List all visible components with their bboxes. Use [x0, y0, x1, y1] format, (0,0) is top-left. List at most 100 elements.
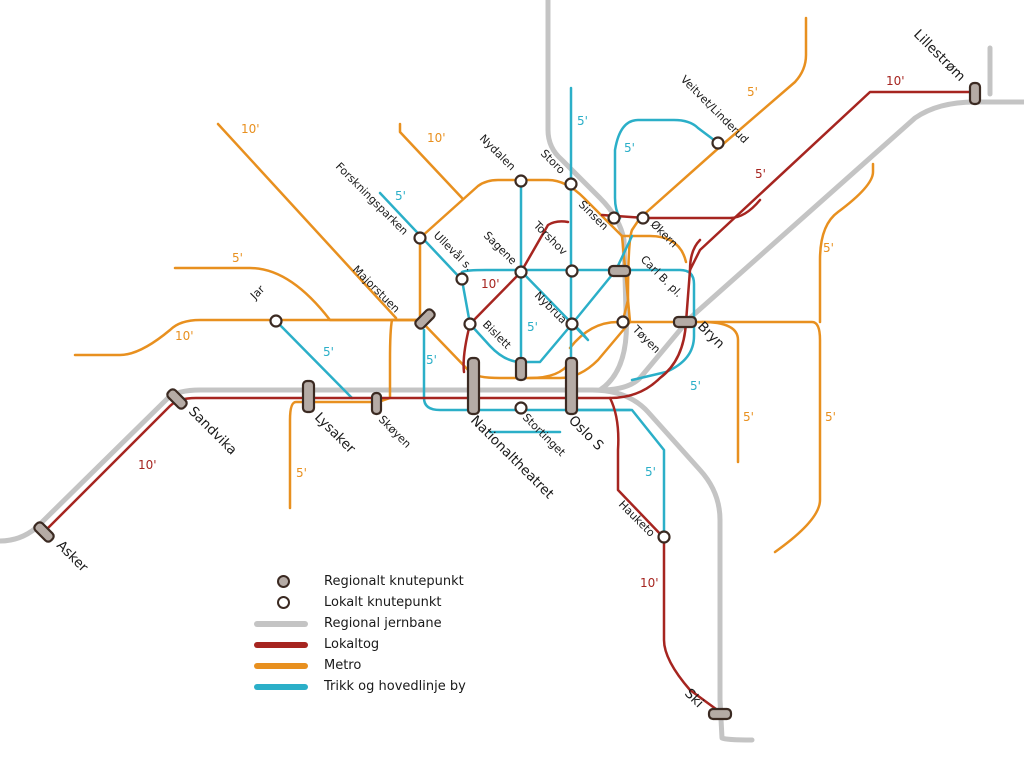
local-train-swatch — [254, 642, 308, 648]
metro-swatch — [254, 663, 308, 669]
freq-lysaker-south: 5' — [296, 466, 307, 480]
node-stortinget-upper — [514, 356, 528, 382]
legend-label-local-hub: Lokalt knutepunkt — [324, 595, 442, 610]
frequency-labels: 10' 5' 5' 5' 5' 10' 10' 5' 5' 10' 10' 5'… — [138, 74, 905, 590]
freq-veitvet: 5' — [747, 85, 758, 99]
freq-jar: 5' — [323, 345, 334, 359]
legend-row-metro: Metro — [250, 656, 530, 676]
label-ullevaal: Ullevål s. — [431, 229, 476, 274]
rail-ski-line — [589, 387, 755, 743]
local-train-ring-east — [688, 238, 702, 272]
tram-sagene — [468, 234, 634, 364]
node-nationaltheatret — [466, 356, 481, 416]
metro-diag-nw — [216, 122, 398, 320]
label-skoyen: Skøyen — [376, 413, 414, 451]
metro-common-south — [288, 318, 422, 510]
label-lillestrom: Lillestrøm — [910, 27, 968, 85]
label-asker: Asker — [53, 538, 91, 576]
freq-majorstuen: 5' — [426, 353, 437, 367]
node-carl-berner — [607, 264, 632, 278]
freq-lillestrom: 10' — [886, 74, 905, 88]
node-bislett — [463, 317, 477, 331]
local-hubs — [269, 136, 725, 544]
label-jar: Jar — [247, 282, 267, 302]
freq-okern-red: 5' — [755, 167, 766, 181]
freq-nw-1: 10' — [241, 122, 260, 136]
label-bislett: Bislett — [480, 318, 514, 352]
label-toyen: Tøyen — [629, 322, 663, 356]
label-sandvika: Sandvika — [185, 404, 240, 459]
legend-row-local-hub: Lokalt knutepunkt — [250, 593, 530, 613]
metro-east-top — [818, 162, 875, 324]
legend-label-tram: Trikk og hovedlinje by — [324, 679, 466, 694]
node-storo — [564, 177, 578, 191]
node-torshov — [565, 264, 579, 278]
local-train-okern — [600, 198, 762, 220]
node-skoyen — [370, 391, 383, 416]
regional-hub-symbol — [277, 575, 290, 588]
label-hauketo: Hauketo — [616, 498, 658, 540]
freq-west-top: 5' — [232, 251, 243, 265]
node-oslo-s — [564, 356, 579, 416]
node-toyen — [616, 315, 630, 329]
label-storo: Storo — [538, 147, 568, 177]
freq-tram-veitvet: 5' — [624, 141, 635, 155]
legend-label-metro: Metro — [324, 658, 362, 673]
legend-row-regional-rail: Regional jernbane — [250, 614, 530, 634]
freq-west-bottom: 10' — [175, 329, 194, 343]
metro-west-top — [173, 266, 422, 322]
legend-label-regional-rail: Regional jernbane — [324, 616, 442, 631]
node-forskning — [455, 272, 469, 286]
legend-label-local-train: Lokaltog — [324, 637, 380, 652]
node-majorstuen — [414, 308, 436, 330]
node-okern — [636, 211, 650, 225]
legend-row-regional-hub: Regionalt knutepunkt — [250, 572, 530, 592]
node-ski — [707, 707, 733, 721]
node-hauketo — [657, 530, 671, 544]
metro-carl-berner — [620, 234, 688, 264]
legend-row-tram: Trikk og hovedlinje by — [250, 677, 530, 697]
node-lillestrom — [968, 81, 982, 106]
node-veitvet — [711, 136, 725, 150]
freq-east-bottom: 5' — [825, 410, 836, 424]
label-majorstuen: Majorstuen — [350, 263, 403, 316]
node-ullevaal — [413, 231, 427, 245]
node-bryn — [672, 315, 698, 329]
label-oslo-s: Oslo S — [565, 413, 606, 454]
regional-rail-swatch — [254, 621, 308, 627]
label-ski: Ski — [681, 686, 707, 712]
local-hub-symbol — [277, 596, 290, 609]
freq-nw-2: 10' — [427, 131, 446, 145]
node-jar — [269, 314, 283, 328]
node-sinsen — [607, 211, 621, 225]
local-train-hauketo — [608, 396, 722, 714]
label-veitvet: Veitvet/Linderud — [678, 73, 751, 146]
rail-lillestrom-oslo — [597, 99, 1024, 393]
node-asker — [33, 521, 55, 543]
node-nydalen — [514, 174, 528, 188]
node-sagene — [514, 265, 528, 279]
tram-veitvet — [613, 118, 720, 220]
freq-ski: 10' — [640, 576, 659, 590]
freq-bryn-tram: 5' — [690, 379, 701, 393]
metro-diag-ullevaal — [398, 122, 464, 200]
regional-hubs — [33, 81, 982, 721]
label-nydalen: Nydalen — [477, 132, 518, 173]
node-lysaker — [301, 379, 316, 414]
label-lysaker: Lysaker — [311, 410, 359, 458]
tram-jar — [274, 319, 354, 400]
node-sandvika — [166, 388, 188, 410]
freq-nybrua: 5' — [527, 320, 538, 334]
metro-veitvet — [620, 16, 808, 326]
freq-sagene: 10' — [481, 277, 500, 291]
freq-tram-storo: 5' — [577, 114, 588, 128]
metro-west-bottom — [73, 318, 422, 357]
label-sagene: Sagene — [481, 229, 519, 267]
label-okern: Økern — [648, 218, 680, 250]
tram-swatch — [254, 684, 308, 690]
label-carl-berner: Carl B. pl. — [638, 253, 685, 300]
freq-asker: 10' — [138, 458, 157, 472]
metro-furuset — [700, 320, 740, 464]
tram-hauketo — [570, 408, 666, 540]
